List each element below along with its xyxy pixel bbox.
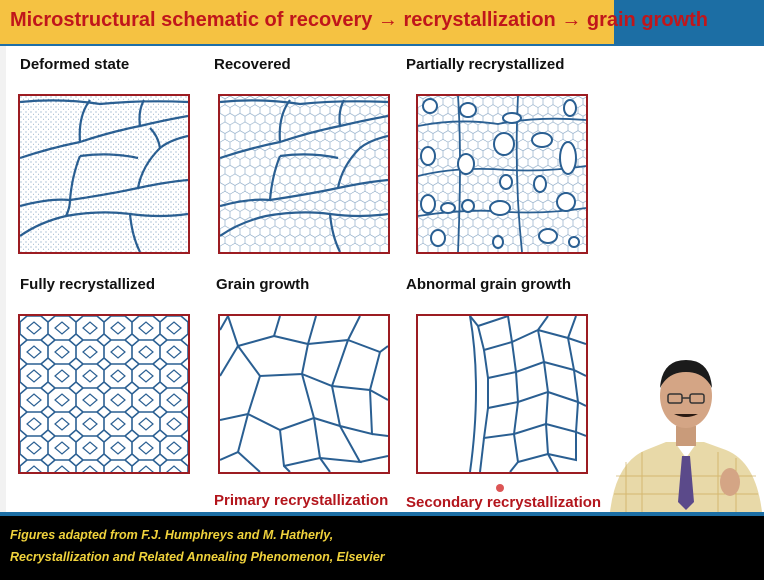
recovered-microstructure bbox=[220, 96, 388, 252]
label-abnormal-grain-growth: Abnormal grain growth bbox=[406, 276, 571, 293]
label-fully-recrystallized: Fully recrystallized bbox=[20, 276, 155, 293]
presenter-figure bbox=[606, 352, 764, 512]
label-partially-recrystallized: Partially recrystallized bbox=[406, 56, 564, 73]
footer-citation-line2: Recrystallization and Related Annealing … bbox=[10, 550, 385, 564]
left-strip bbox=[0, 46, 6, 512]
presenter-video bbox=[606, 352, 764, 512]
title-bar: Microstructural schematic of recovery → … bbox=[0, 0, 764, 46]
panel-recovered bbox=[218, 94, 390, 254]
caption-secondary-recrystallization: Secondary recrystallization bbox=[406, 494, 601, 511]
label-grain-growth: Grain growth bbox=[216, 276, 309, 293]
footer-citation-line1: Figures adapted from F.J. Humphreys and … bbox=[10, 528, 333, 542]
caption-primary-recrystallization: Primary recrystallization bbox=[214, 492, 388, 509]
laser-pointer-dot bbox=[496, 484, 504, 492]
footer: Figures adapted from F.J. Humphreys and … bbox=[0, 516, 764, 580]
panel-grain-growth bbox=[218, 314, 390, 474]
grain-growth-microstructure bbox=[220, 316, 388, 472]
partially-recrystallized-microstructure bbox=[418, 96, 586, 252]
fully-recrystallized-microstructure bbox=[20, 316, 188, 472]
panel-deformed bbox=[18, 94, 190, 254]
panel-abnormal-grain-growth bbox=[416, 314, 588, 474]
panel-fully-recrystallized bbox=[18, 314, 190, 474]
deformed-microstructure bbox=[20, 96, 188, 252]
abnormal-grain-growth-microstructure bbox=[418, 316, 586, 472]
slide-title: Microstructural schematic of recovery → … bbox=[10, 9, 708, 32]
label-recovered: Recovered bbox=[214, 56, 291, 73]
label-deformed: Deformed state bbox=[20, 56, 129, 73]
panel-partially-recrystallized bbox=[416, 94, 588, 254]
